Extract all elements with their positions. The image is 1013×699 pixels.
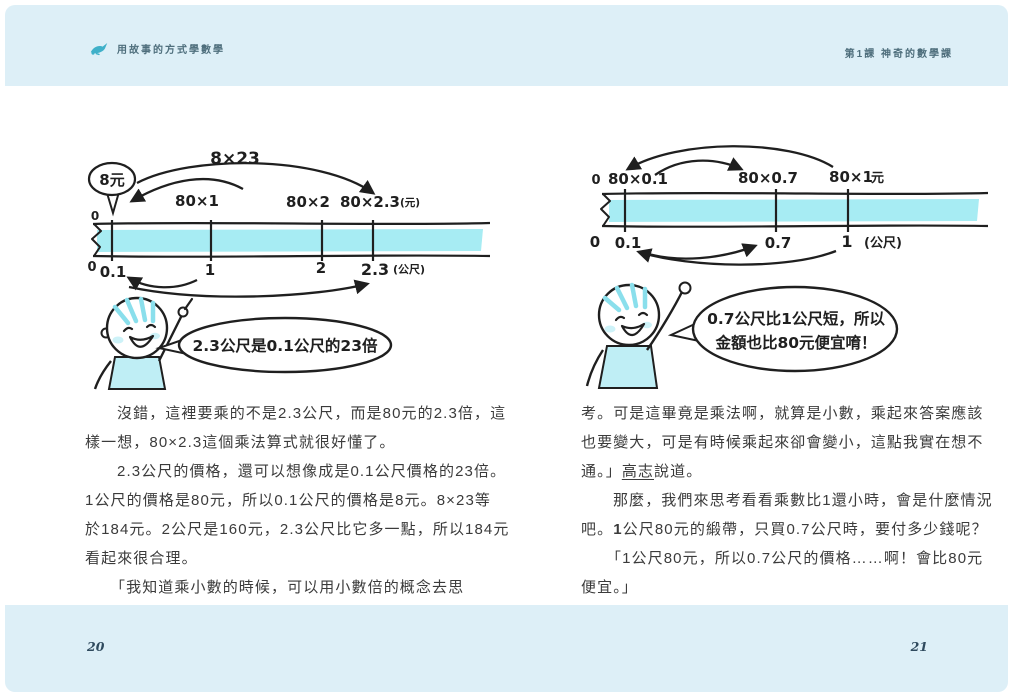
ribbon-fill [609, 199, 979, 222]
text-line: 也要變大，可是有時候乘起來卻會變小，這點我實在想不 [581, 434, 984, 451]
header-left: 用故事的方式學數學 [88, 41, 225, 56]
page-number-left: 20 [87, 639, 105, 654]
text-line: 考。可是這畢竟是乘法啊，就算是小數，乘起來答案應該 [581, 405, 984, 422]
boy-character [585, 281, 692, 389]
book-title: 用故事的方式學數學 [117, 45, 225, 56]
top-label-80x1: 80×1 [175, 192, 219, 210]
body [107, 356, 167, 390]
page-number-right: 21 [910, 639, 928, 654]
speech-bubble-line1: 0.7公尺比1公尺短，所以 [707, 309, 885, 328]
top-band: 用故事的方式學數學 第1課 神奇的數學課 [5, 5, 1008, 86]
text-segment: 說道。 [654, 463, 703, 480]
text-line: 樣一想，80×2.3這個乘法算式就很好懂了。 [85, 434, 396, 451]
left-paragraphs: 沒錯，這裡要乘的不是2.3公尺，而是80元的2.3倍，這 樣一想，80×2.3這… [85, 399, 510, 602]
ribbon-bottom-edge [601, 224, 988, 228]
blush-left [604, 325, 616, 333]
raised-arm [646, 289, 685, 351]
text-line: 便宜。」 [581, 579, 638, 596]
ribbon-fill [97, 229, 483, 252]
price-bubble-label: 8元 [99, 171, 124, 189]
text-line: 吧。1公尺80元的緞帶，只買0.7公尺時，要付多少錢呢？ [581, 515, 987, 544]
pointing-finger [183, 297, 194, 311]
brand-logo-icon [90, 43, 108, 56]
eye-right [145, 323, 157, 329]
eye-left [122, 326, 134, 333]
top-label-80x0.7: 80×0.7 [738, 169, 798, 187]
bottom-label-1: 1 [841, 232, 852, 251]
mouth [620, 322, 646, 337]
text-line: 2.3公尺的價格，還可以想像成是0.1公尺價格的23倍。 [117, 463, 507, 480]
speech-bubble [177, 316, 393, 374]
left-diagram: 8×23 8元 0 80×1 80×2 80×2.3 (元) 0 0.1 1 2… [87, 149, 490, 390]
ribbon-top-edge [92, 221, 490, 226]
text-line: 沒錯，這裡要乘的不是2.3公尺，而是80元的2.3倍，這 [117, 405, 507, 422]
bottom-label-0: 0 [87, 260, 96, 275]
eye-left [614, 315, 626, 322]
right-paragraphs: 考。可是這畢竟是乘法啊，就算是小數，乘起來答案應該 也要變大，可是有時候乘起來卻… [581, 399, 993, 602]
arrow-0.1-to-0.7-top [654, 157, 744, 176]
bottom-band: 20 21 [5, 605, 1008, 692]
top-unit-yuan: 元 [871, 171, 884, 186]
bottom-label-0.7: 0.7 [765, 234, 792, 252]
bottom-unit-meter: (公尺) [864, 236, 902, 251]
text-line: 1公尺的價格是80元，所以0.1公尺的價格是8元。8×23等 [85, 492, 492, 509]
character-name: 高志 [621, 463, 655, 480]
top-label-80x0.1: 80×0.1 [608, 170, 668, 188]
eye-right [637, 311, 649, 317]
hair-strokes [112, 296, 156, 326]
top-unit-yuan: (元) [400, 197, 420, 209]
bottom-label-2.3: 2.3 [361, 260, 389, 279]
text-line: 通。」高志說道。 [581, 457, 987, 486]
top-label-80x2: 80×2 [286, 193, 330, 211]
arrow-back-to-0.1 [129, 178, 244, 203]
arrow-8x23 [136, 162, 376, 195]
blush-left [112, 336, 124, 344]
boy-character [93, 296, 194, 390]
bottom-label-0: 0 [590, 233, 600, 251]
text-segment: 吧。 [581, 521, 614, 538]
text-segment: 通。」 [581, 463, 622, 480]
bottom-unit-meter: (公尺) [393, 263, 425, 276]
hair-strokes [602, 282, 648, 313]
body [597, 345, 659, 389]
pointing-arm [157, 314, 184, 362]
speech-bubble-line2: 金額也比80元便宜唷！ [714, 333, 876, 352]
bottom-label-2: 2 [316, 259, 326, 277]
price-bubble [87, 161, 137, 197]
top-label-80x1: 80×1 [829, 168, 873, 186]
top-label-80x2.3: 80×2.3 [340, 193, 400, 211]
ribbon-torn-edge [91, 223, 102, 257]
speech-bubble [691, 285, 899, 373]
bottom-label-1: 1 [205, 261, 215, 279]
text-line: 那麼，我們來思考看看乘數比1還小時，會是什麼情況 [613, 492, 993, 509]
emphasized-number: 1 [613, 521, 623, 538]
arrow-0.1-to-2.3 [128, 279, 370, 298]
bottom-label-0.1: 0.1 [100, 263, 127, 281]
multiply-label: 8×23 [210, 149, 260, 169]
left-arm [93, 360, 112, 390]
arrow-1-to-0.1-top [625, 145, 834, 171]
text-segment: 公尺80元的緞帶，只買0.7公尺時，要付多少錢呢？ [622, 521, 988, 538]
head [597, 283, 661, 347]
chapter-title: 第1課 神奇的數學課 [844, 49, 953, 60]
top-label-0: 0 [591, 173, 600, 188]
ribbon-top-edge [601, 191, 988, 196]
speech-bubble-text: 2.3公尺是0.1公尺的23倍 [193, 336, 378, 355]
arrow-1-to-0.1 [126, 276, 198, 291]
text-line: 「我知道乘小數的時候，可以用小數倍的概念去思 [110, 579, 465, 596]
fist [678, 281, 692, 295]
left-arm [585, 349, 604, 387]
bottom-label-0.1: 0.1 [615, 234, 642, 252]
ribbon-bottom-edge [92, 254, 490, 258]
text-line: 「1公尺80元，所以0.7公尺的價格……啊！會比80元 [606, 550, 984, 567]
text-line: 於184元。2公尺是160元，2.3公尺比它多一點，所以184元 [85, 521, 510, 538]
mouth [128, 334, 155, 348]
top-label-0: 0 [91, 209, 99, 223]
text-line: 看起來很合理。 [85, 550, 198, 567]
arrow-1-to-0.1-bottom [636, 248, 837, 266]
right-diagram: 0 80×0.1 80×0.7 80×1 元 0 0.1 0.7 1 (公尺) [585, 145, 988, 389]
ribbon-torn-edge [600, 193, 611, 227]
